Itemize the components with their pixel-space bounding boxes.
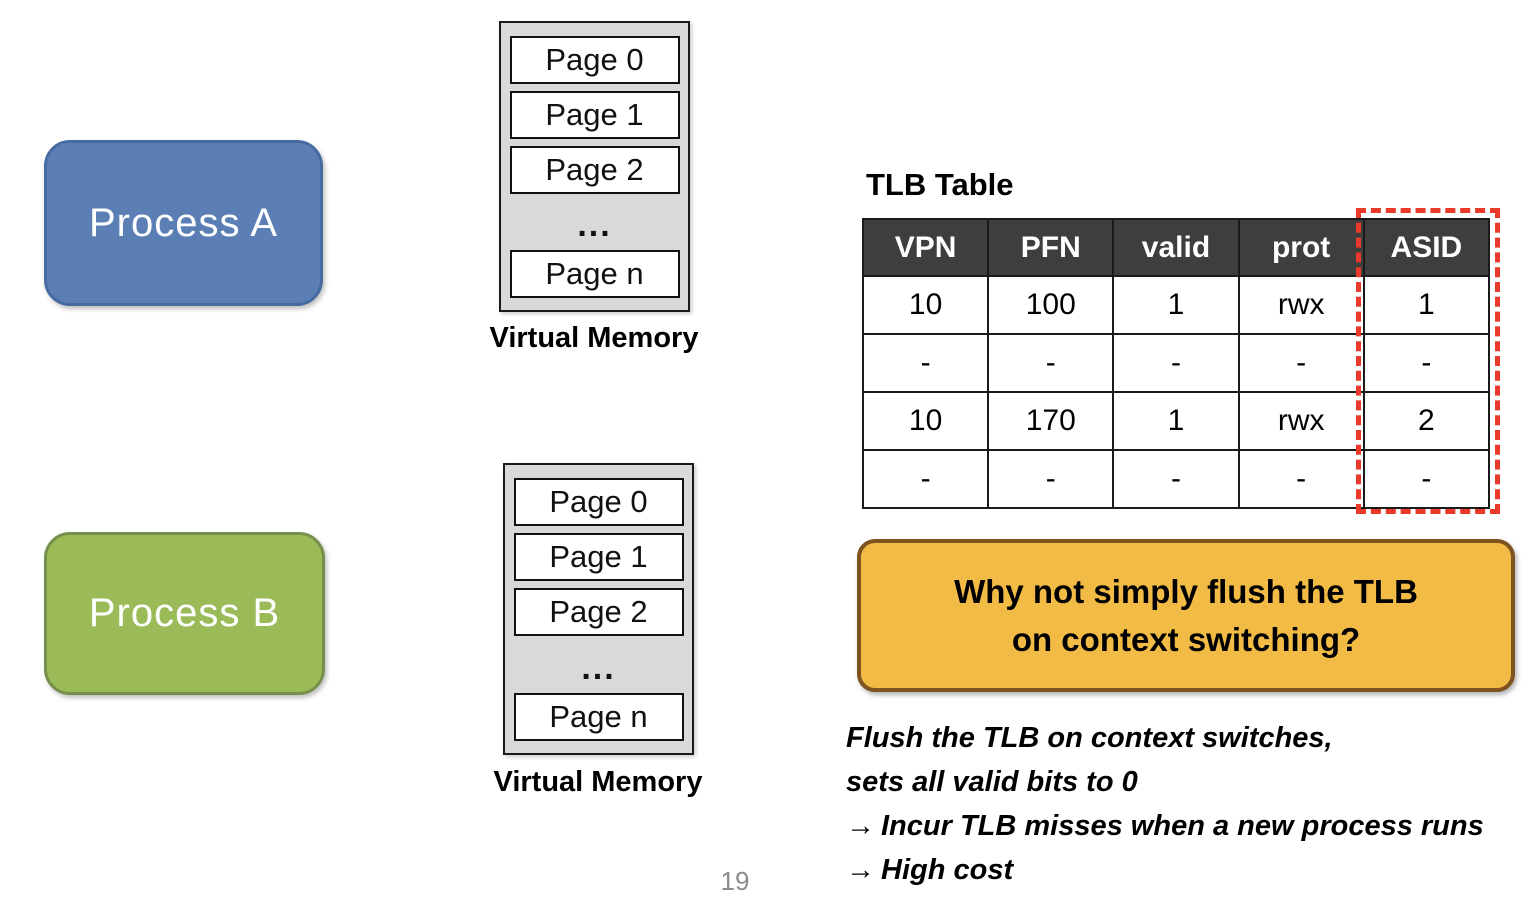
note-line-1: Flush the TLB on context switches, [846,716,1484,760]
note-text: High cost [881,854,1014,886]
page-box: Page 1 [513,533,684,581]
note-text: Flush the TLB on context switches, [846,722,1333,754]
note-line-2: sets all valid bits to 0 [846,760,1484,804]
tlb-header-vpn: VPN [861,218,990,277]
page-label: Page 1 [545,97,644,132]
tlb-cell: rwx [1237,391,1365,451]
page-box: Page n [513,693,684,741]
tlb-cell: - [987,333,1115,393]
process-b-box: Process B [44,532,325,695]
callout-line-2: on context switching? [1011,620,1361,658]
page-box: Page 0 [513,478,684,526]
tlb-cell: 170 [987,391,1115,451]
tlb-cell: rwx [1237,275,1365,335]
question-callout: Why not simply flush the TLB on context … [857,539,1515,692]
tlb-cell: - [1112,333,1240,393]
virtual-memory-stack-b: Page 0 Page 1 Page 2 ... Page n [503,463,694,755]
tlb-cell: 1 [1362,275,1491,335]
page-label: Page 2 [549,594,648,629]
page-box: Page n [509,250,680,298]
tlb-row: 10 170 1 rwx 2 [861,391,1491,451]
tlb-header-pfn: PFN [987,218,1115,277]
tlb-cell: - [1362,333,1491,393]
process-a-box: Process A [44,140,323,306]
tlb-header-row: VPN PFN valid prot ASID [861,218,1491,277]
tlb-cell: - [861,449,990,509]
page-label: Page 0 [549,484,648,519]
tlb-header-prot: prot [1237,218,1365,277]
callout-line-1: Why not simply flush the TLB [954,572,1418,610]
page-label: Page 0 [545,42,644,77]
tlb-cell: - [1237,333,1365,393]
page-box: Page 2 [513,588,684,636]
ellipsis: ... [577,206,612,244]
tlb-cell: - [1362,449,1491,509]
tlb-cell: 10 [861,391,990,451]
tlb-row: - - - - - [861,449,1491,509]
tlb-table-title: TLB Table [866,167,1014,202]
page-label: Page n [545,256,644,291]
tlb-cell: 2 [1362,391,1491,451]
notes-block: Flush the TLB on context switches, sets … [846,716,1484,892]
tlb-cell: - [987,449,1115,509]
tlb-cell: - [1112,449,1240,509]
virtual-memory-stack-a: Page 0 Page 1 Page 2 ... Page n [499,21,690,312]
page-box: Page 1 [509,91,680,139]
page-label: Page 2 [545,152,644,187]
process-b-label: Process B [88,591,281,635]
page-label: Page n [549,699,648,734]
tlb-cell: 100 [987,275,1115,335]
page-label: Page 1 [549,539,648,574]
right-arrow-icon: → [846,854,875,886]
note-line-3: → Incur TLB misses when a new process ru… [846,804,1484,848]
tlb-cell: 10 [861,275,990,335]
tlb-row: 10 100 1 rwx 1 [861,275,1491,335]
ellipsis: ... [581,648,616,687]
note-text: sets all valid bits to 0 [846,766,1138,798]
right-arrow-icon: → [846,810,875,842]
page-box: Page 2 [509,146,680,194]
tlb-header-valid: valid [1112,218,1240,277]
tlb-cell: 1 [1112,391,1240,451]
slide-page-number: 19 [720,866,750,896]
virtual-memory-label-a: Virtual Memory [489,322,699,354]
process-a-label: Process A [88,200,279,245]
tlb-row: - - - - - [861,333,1491,393]
note-text: Incur TLB misses when a new process runs [881,810,1484,842]
note-line-4: → High cost [846,848,1484,892]
tlb-cell: 1 [1112,275,1240,335]
tlb-table: VPN PFN valid prot ASID 10 100 1 rwx 1 -… [861,218,1491,509]
page-box: Page 0 [509,36,680,84]
tlb-header-asid: ASID [1362,218,1491,277]
tlb-cell: - [861,333,990,393]
virtual-memory-label-b: Virtual Memory [493,766,703,798]
tlb-cell: - [1237,449,1365,509]
